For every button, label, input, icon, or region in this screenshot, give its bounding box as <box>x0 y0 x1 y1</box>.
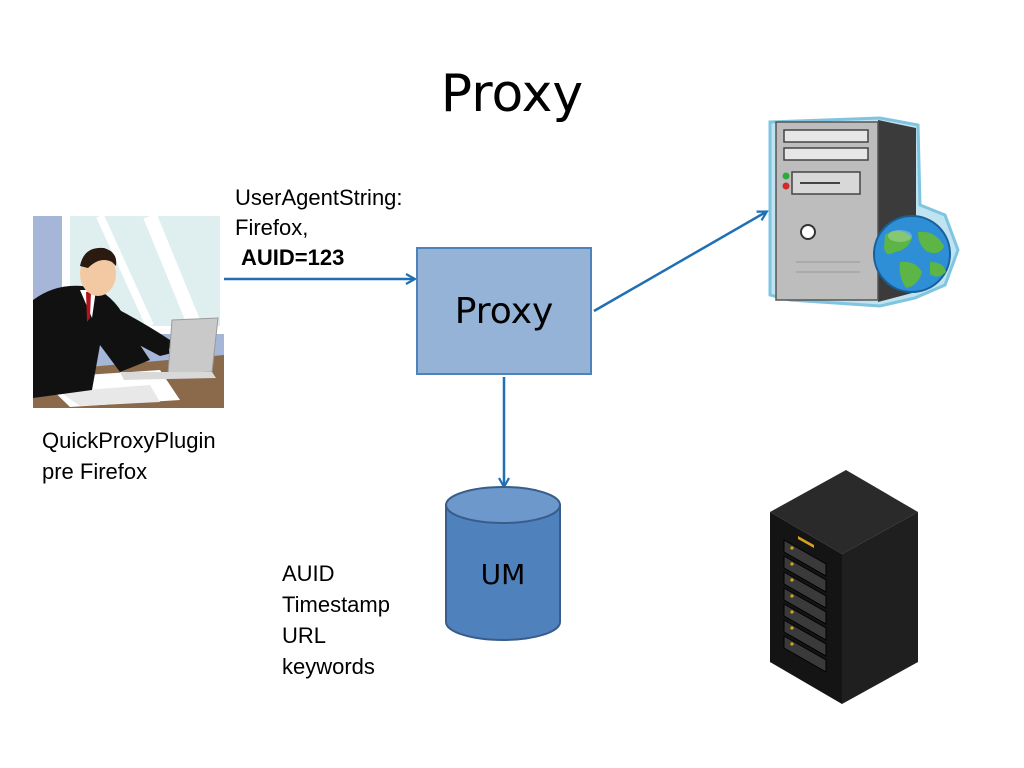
slide-title: Proxy <box>440 64 584 124</box>
stored-field: AUID <box>282 561 335 586</box>
stored-fields-list: AUID Timestamp URL keywords <box>282 558 390 682</box>
stored-field: URL <box>282 623 327 648</box>
request-line-browser: Firefox, <box>235 215 309 240</box>
arrow-proxy-to-web-server <box>593 212 766 313</box>
request-line-user-agent: UserAgentString: <box>235 185 403 210</box>
stored-field: keywords <box>282 654 375 679</box>
proxy-node-label: Proxy <box>454 290 554 332</box>
client-label-line1: QuickProxyPlugin <box>42 428 216 453</box>
client-label-line2: pre Firefox <box>42 459 148 484</box>
stored-field: Timestamp <box>282 592 390 617</box>
database-label: UM <box>480 558 526 591</box>
request-annotation: UserAgentString: Firefox, AUID=123 <box>235 183 403 273</box>
request-line-auid: AUID=123 <box>241 245 345 270</box>
client-label: QuickProxyPlugin pre Firefox <box>42 425 216 487</box>
proxy-node: Proxy <box>416 247 592 375</box>
